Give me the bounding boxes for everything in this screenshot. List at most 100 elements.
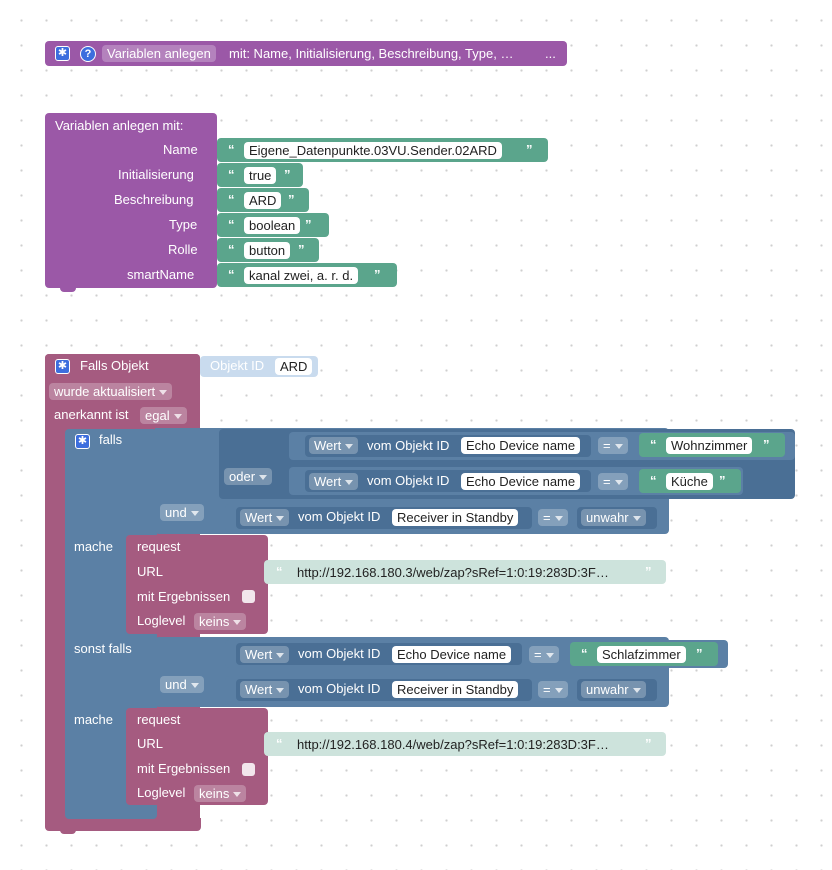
collapsed-summary: mit: Name, Initialisierung, Beschreibung… [229,46,514,61]
quote-close-icon: ” [526,142,533,157]
mache-label: mache [74,712,114,727]
object-echo-1[interactable]: Echo Device name [461,437,581,454]
object-id-value[interactable]: ARD [275,358,313,375]
quote-open-icon: “ [228,217,235,232]
schlafzimmer-value[interactable]: Schlafzimmer [597,646,686,663]
request-block-1[interactable] [126,535,268,634]
object-echo-2[interactable]: Echo Device name [461,473,581,490]
quote-close-icon: ” [763,437,770,452]
wohnzimmer-value[interactable]: Wohnzimmer [666,437,753,454]
request-block-2[interactable] [126,708,268,805]
results-checkbox-1[interactable] [242,590,255,603]
chevron-down-icon [190,683,199,689]
sonst-falls-label: sonst falls [74,641,132,656]
create-vars-block[interactable] [45,113,217,288]
url-value-2[interactable]: http://192.168.180.4/web/zap?sRef=1:0:19… [297,737,609,752]
wert-dropdown[interactable]: Wert [240,646,290,663]
event-dropdown[interactable]: wurde aktualisiert [49,383,173,400]
create-vars-header: Variablen anlegen mit: [55,118,184,133]
object-receiver-1[interactable]: Receiver in Standby [392,509,519,526]
quote-close-icon: ” [288,192,295,207]
desc-label: Beschreibung [114,192,194,207]
chevron-down-icon [190,511,199,517]
vom-objekt-label: vom Objekt ID [298,646,381,661]
name-label: Name [163,142,198,157]
object-id-label: Objekt ID [210,358,265,373]
log-dropdown-1[interactable]: keins [194,613,247,630]
chevron-down-icon [345,480,354,486]
eq-dropdown[interactable]: = [538,509,568,526]
chevron-down-icon [614,444,623,450]
quote-open-icon: “ [581,646,588,661]
gear-icon[interactable]: ✱ [55,46,70,61]
collapsed-create-vars-block[interactable] [45,41,567,66]
eq-dropdown[interactable]: = [529,646,559,663]
log-dropdown-2[interactable]: keins [194,785,247,802]
role-value[interactable]: button [244,242,291,259]
chevron-down-icon [276,688,285,694]
init-value[interactable]: true [244,167,277,184]
help-icon[interactable]: ? [80,46,96,62]
oder-dropdown[interactable]: oder [224,468,273,485]
chevron-down-icon [545,653,554,659]
chevron-down-icon [554,688,563,694]
chevron-down-icon [632,516,641,522]
quote-close-icon: ” [284,167,291,182]
quote-open-icon: “ [276,736,283,751]
log-label-2: Loglevel [137,785,186,800]
quote-open-icon: “ [228,267,235,282]
type-value[interactable]: boolean [244,217,301,234]
quote-open-icon: “ [228,167,235,182]
bool-block-1[interactable] [577,507,657,529]
falls-label: falls [99,432,123,447]
chevron-down-icon [345,444,354,450]
object-echo-3[interactable]: Echo Device name [392,646,512,663]
url-string-block-2[interactable] [264,732,666,756]
vom-objekt-label: vom Objekt ID [298,509,381,524]
chevron-down-icon [632,688,641,694]
quote-close-icon: ” [298,242,305,257]
wert-dropdown[interactable]: Wert [240,509,290,526]
trigger-title: Falls Objekt [80,358,149,373]
quote-open-icon: “ [228,192,235,207]
kueche-value[interactable]: Küche [666,473,713,490]
vom-objekt-label: vom Objekt ID [367,473,450,488]
url-label-2: URL [137,736,164,751]
chevron-down-icon [554,516,563,522]
eq-dropdown[interactable]: = [598,473,628,490]
desc-value[interactable]: ARD [244,192,282,209]
gear-icon[interactable]: ✱ [55,359,70,374]
role-label: Rolle [168,242,198,257]
name-value[interactable]: Eigene_Datenpunkte.03VU.Sender.02ARD [244,142,502,159]
quote-open-icon: “ [650,473,657,488]
vom-objekt-label: vom Objekt ID [367,438,450,453]
eq-dropdown[interactable]: = [538,681,568,698]
chevron-down-icon [259,475,268,481]
smartname-label: smartName [127,267,195,282]
gear-icon[interactable]: ✱ [75,434,90,449]
quote-open-icon: “ [650,437,657,452]
type-label: Type [169,217,198,232]
results-checkbox-2[interactable] [242,763,255,776]
quote-open-icon: “ [228,142,235,157]
object-receiver-2[interactable]: Receiver in Standby [392,681,519,698]
trigger-footer [45,818,201,831]
bool-dropdown-2[interactable]: unwahr [581,681,646,698]
wert-dropdown[interactable]: Wert [309,437,359,454]
ack-dropdown[interactable]: egal [140,407,187,424]
and-input-slot [155,428,220,498]
wert-dropdown[interactable]: Wert [309,473,359,490]
smartname-value[interactable]: kanal zwei, a. r. d. [244,267,359,284]
wert-dropdown[interactable]: Wert [240,681,290,698]
create-vars-bottom-tab [60,286,76,292]
und-dropdown[interactable]: und [160,676,204,693]
quote-close-icon: ” [696,646,703,661]
bool-block-2[interactable] [577,679,657,701]
und-dropdown[interactable]: und [160,504,204,521]
bool-dropdown-1[interactable]: unwahr [581,509,646,526]
eq-dropdown[interactable]: = [598,437,628,454]
quote-close-icon: ” [305,217,312,232]
results-label-1: mit Ergebnissen [137,589,231,604]
url-value-1[interactable]: http://192.168.180.3/web/zap?sRef=1:0:19… [297,565,609,580]
url-string-block-1[interactable] [264,560,666,584]
